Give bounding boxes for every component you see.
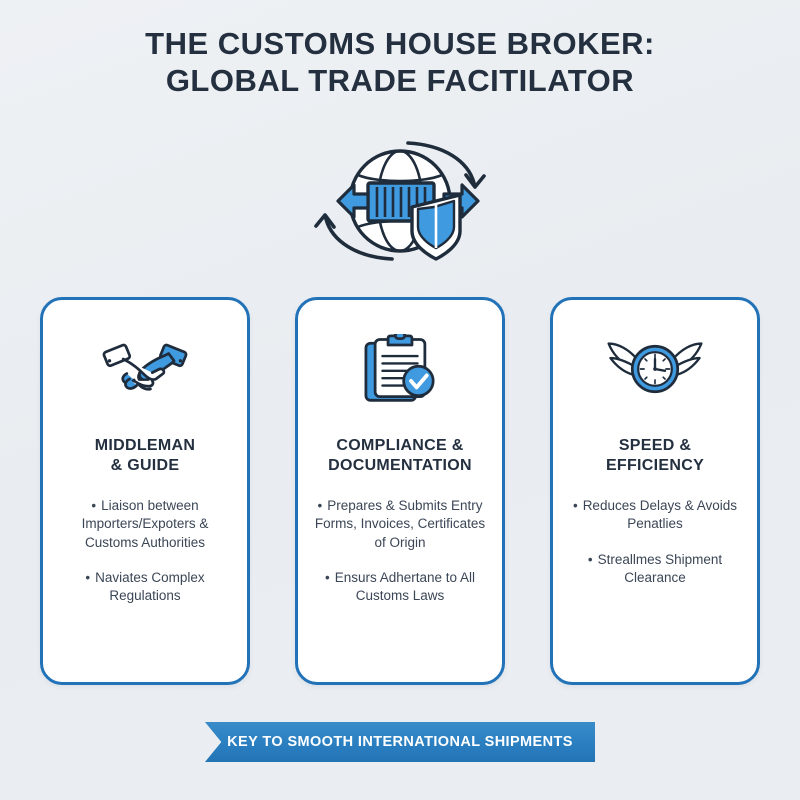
winged-clock-icon <box>605 334 705 404</box>
bullet-dot: • <box>85 570 91 586</box>
card-bullets: •Prepares & Submits Entry Forms, Invoice… <box>305 497 495 606</box>
title-line-1: THE CUSTOMS HOUSE BROKER: <box>145 26 655 61</box>
page-title: THE CUSTOMS HOUSE BROKER: GLOBAL TRADE F… <box>0 26 800 99</box>
globe-container-shield-icon <box>292 131 508 271</box>
bullet-text: Reduces Delays & Avoids Penatlies <box>582 497 738 532</box>
bullet-dot: • <box>317 497 323 513</box>
bullet-text: Ensurs Adhertane to All Customs Laws <box>334 570 476 604</box>
ribbon-label: KEY TO SMOOTH INTERNATIONAL SHIPMENTS <box>227 734 573 750</box>
bullet-text: Naviates Complex Regulations <box>95 570 205 604</box>
bullet-item: •Prepares & Submits Entry Forms, Invoice… <box>305 497 495 552</box>
bullet-dot: • <box>324 570 330 586</box>
bullet-item: •Naviates Complex Regulations <box>50 569 240 606</box>
card-middleman-guide[interactable]: MIDDLEMAN & GUIDE •Liaison between Impor… <box>40 297 250 685</box>
clipboard-check-icon <box>350 334 450 404</box>
ribbon-banner: KEY TO SMOOTH INTERNATIONAL SHIPMENTS <box>205 722 595 766</box>
bullet-item: •Reduces Delays & Avoids Penatlies <box>560 497 750 534</box>
bullet-text: Liaison between Importers/Expoters & Cus… <box>81 497 209 550</box>
card-title: COMPLIANCE & DOCUMENTATION <box>328 437 472 475</box>
bullet-item: •Ensurs Adhertane to All Customs Laws <box>305 569 495 606</box>
card-speed-efficiency[interactable]: SPEED & EFFICIENCY •Reduces Delays & Avo… <box>550 297 760 685</box>
bullet-item: •Streallmes Shipment Clearance <box>560 551 750 588</box>
ribbon-shape: KEY TO SMOOTH INTERNATIONAL SHIPMENTS <box>205 722 595 762</box>
card-compliance-documentation[interactable]: COMPLIANCE & DOCUMENTATION •Prepares & S… <box>295 297 505 685</box>
card-bullets: •Reduces Delays & Avoids Penatlies •Stre… <box>560 497 750 587</box>
bullet-dot: • <box>572 497 578 513</box>
bullet-item: •Liaison between Importers/Expoters & Cu… <box>50 497 240 552</box>
card-title: SPEED & EFFICIENCY <box>605 437 705 475</box>
bullet-dot: • <box>91 497 97 513</box>
bullet-text: Prepares & Submits Entry Forms, Invoices… <box>314 497 486 550</box>
handshake-icon <box>95 334 195 404</box>
card-bullets: •Liaison between Importers/Expoters & Cu… <box>50 497 240 606</box>
title-line-2: GLOBAL TRADE FACITILATOR <box>165 62 635 98</box>
ribbon-inner-shape: KEY TO SMOOTH INTERNATIONAL SHIPMENTS <box>205 722 595 762</box>
bullet-dot: • <box>587 551 593 567</box>
card-title: MIDDLEMAN & GUIDE <box>94 437 196 475</box>
bullet-text: Streallmes Shipment Clearance <box>597 551 723 586</box>
card-list: MIDDLEMAN & GUIDE •Liaison between Impor… <box>40 297 760 685</box>
